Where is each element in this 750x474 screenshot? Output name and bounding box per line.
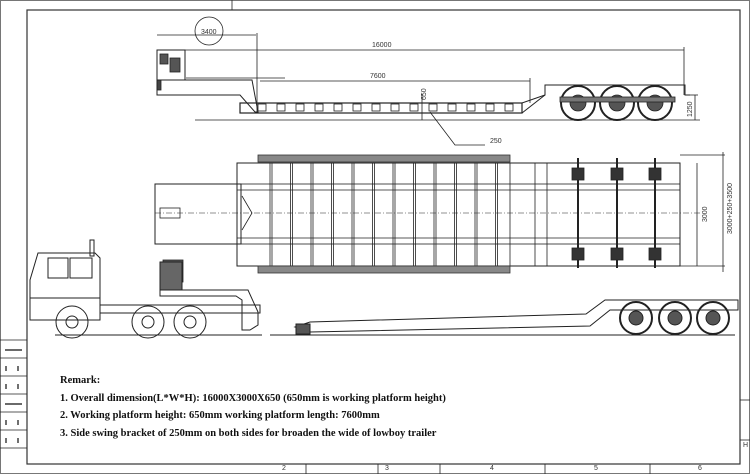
lashing-bracket: [504, 103, 514, 112]
dim-width-extended: 3000+250+3500: [727, 183, 734, 234]
lashing-bracket: [295, 103, 305, 112]
wheel-hub: [571, 247, 585, 261]
lashing-bracket: [257, 103, 267, 112]
plan-view: [154, 152, 725, 283]
lashing-bracket: [409, 103, 419, 112]
lashing-bracket: [428, 103, 438, 112]
wheel-hub: [648, 247, 662, 261]
dim-7600: 7600: [370, 73, 386, 80]
ruler-number: 4: [490, 465, 494, 472]
remark-item-1: 1. Overall dimension(L*W*H): 16000X3000X…: [60, 392, 446, 404]
ruler-number: 6: [698, 465, 702, 472]
lashing-bracket: [485, 103, 495, 112]
row-marker: H: [743, 442, 749, 449]
tractor-with-gooseneck: [29, 239, 262, 339]
dimension-labels: 3400 16000 7600 650 1250 250 3000 3000+2…: [201, 29, 734, 234]
remark-item-3: 3. Side swing bracket of 250mm on both s…: [60, 427, 437, 439]
dim-3000: 3000: [702, 206, 709, 222]
lashing-bracket: [390, 103, 400, 112]
wheel-hub: [610, 167, 624, 181]
title-block-strip: [0, 339, 27, 449]
side-view: [156, 16, 700, 146]
lashing-bracket: [447, 103, 457, 112]
dim-250: 250: [490, 138, 502, 145]
dim-3400: 3400: [201, 29, 217, 36]
wheel-hub: [610, 247, 624, 261]
dim-1250: 1250: [687, 101, 694, 117]
remarks-title: Remark:: [60, 375, 101, 386]
remarks-block: Remark: 1. Overall dimension(L*W*H): 160…: [60, 372, 446, 442]
ruler-number: 2: [282, 465, 286, 472]
lashing-bracket: [314, 103, 324, 112]
lashing-bracket: [333, 103, 343, 112]
lashing-bracket: [466, 103, 476, 112]
ruler-number: 5: [594, 465, 598, 472]
lashing-bracket: [352, 103, 362, 112]
dim-650: 650: [421, 88, 428, 100]
wheel-hub: [648, 167, 662, 181]
wheel-hub: [571, 167, 585, 181]
detached-trailer: [270, 299, 739, 336]
remark-item-2: 2. Working platform height: 650mm workin…: [60, 410, 380, 421]
ruler-number: 3: [385, 465, 389, 472]
lashing-bracket: [276, 103, 286, 112]
lashing-bracket: [371, 103, 381, 112]
dim-16000: 16000: [372, 42, 392, 49]
